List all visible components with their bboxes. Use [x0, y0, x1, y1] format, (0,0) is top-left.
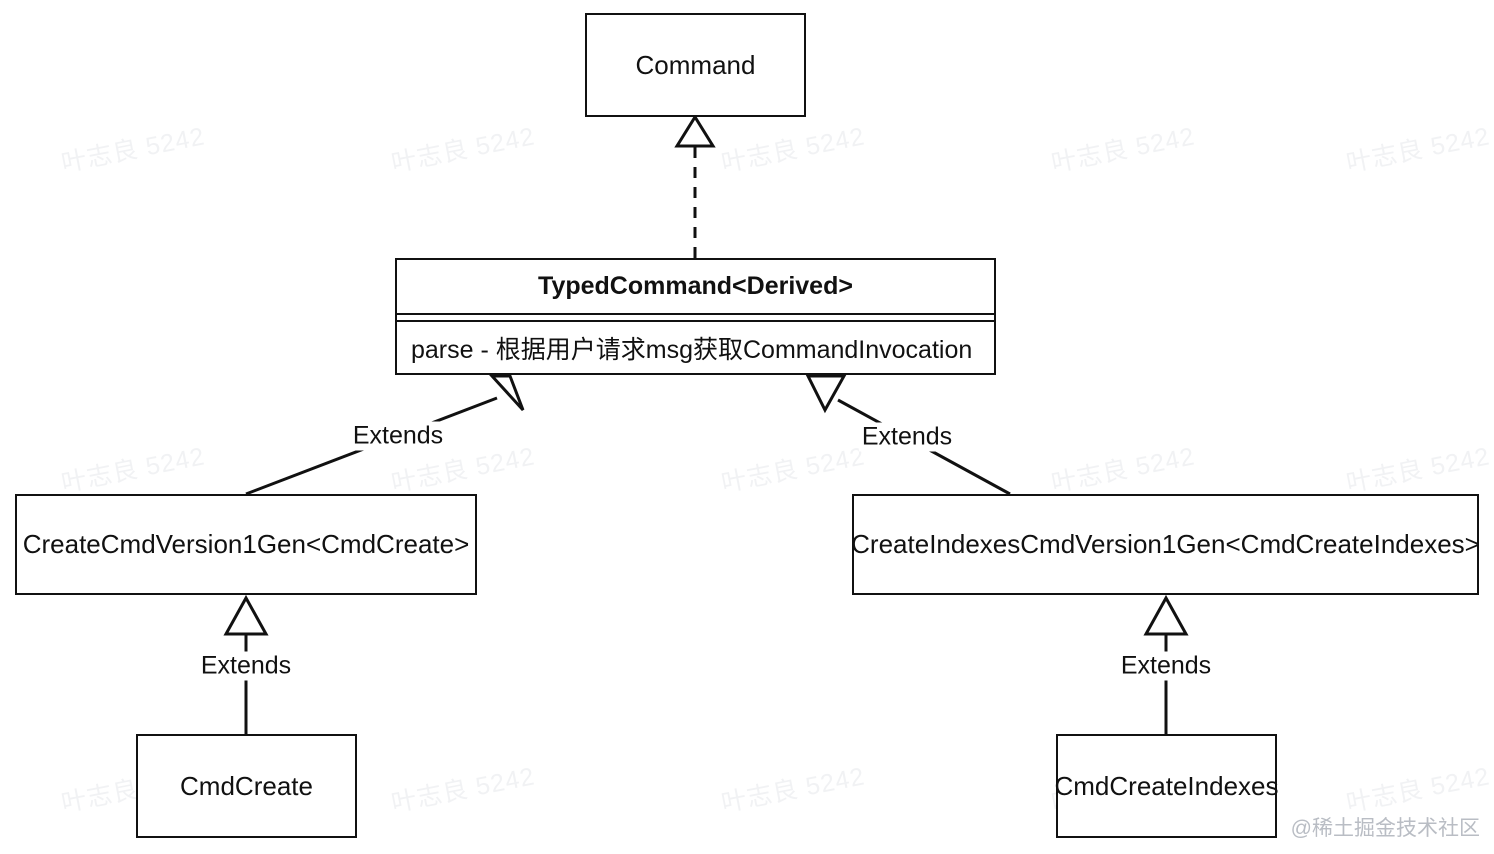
- class-name-typed-command: TypedCommand<Derived>: [538, 272, 853, 300]
- class-node-cmd-create-indexes[interactable]: CmdCreateIndexes: [1054, 734, 1279, 838]
- hollow-triangle-arrowhead: [488, 374, 525, 412]
- class-name-cmd-create-indexes: CmdCreateIndexes: [1054, 770, 1279, 801]
- site-credit: @稀土掘金技术社区: [1290, 817, 1480, 840]
- class-node-command[interactable]: Command: [585, 13, 806, 117]
- class-name-create-indexes-cmd-version1-gen: CreateIndexesCmdVersion1Gen<CmdCreateInd…: [851, 529, 1480, 559]
- edge-label-extends-left-upper: Extends: [349, 421, 447, 451]
- class-node-typed-command[interactable]: TypedCommand<Derived> parse - 根据用户请求msg获…: [395, 258, 996, 375]
- edge-cmdcreate-createcmd: [223, 594, 269, 734]
- edge-label-extends-right-upper: Extends: [858, 422, 956, 452]
- class-name-cmd-create: CmdCreate: [180, 770, 313, 801]
- hollow-triangle-arrowhead: [674, 114, 716, 148]
- class-node-create-cmd-version1-gen[interactable]: CreateCmdVersion1Gen<CmdCreate>: [15, 494, 477, 595]
- class-member-parse: parse - 根据用户请求msg获取CommandInvocation: [411, 335, 973, 364]
- edge-label-extends-right-lower: Extends: [1117, 651, 1215, 681]
- hollow-triangle-arrowhead: [805, 374, 847, 414]
- edge-cmdcreateindexes-createindexescmd: [1143, 594, 1189, 734]
- class-node-cmd-create[interactable]: CmdCreate: [136, 734, 357, 838]
- hollow-triangle-arrowhead: [1143, 594, 1189, 636]
- class-name-create-cmd-version1-gen: CreateCmdVersion1Gen<CmdCreate>: [22, 529, 470, 559]
- edge-typedcommand-command: [674, 114, 716, 258]
- hollow-triangle-arrowhead: [223, 594, 269, 636]
- edge-label-extends-left-lower: Extends: [197, 651, 295, 681]
- compartment-separator: [397, 313, 994, 322]
- class-node-create-indexes-cmd-version1-gen[interactable]: CreateIndexesCmdVersion1Gen<CmdCreateInd…: [851, 494, 1480, 595]
- class-name-command: Command: [635, 49, 756, 80]
